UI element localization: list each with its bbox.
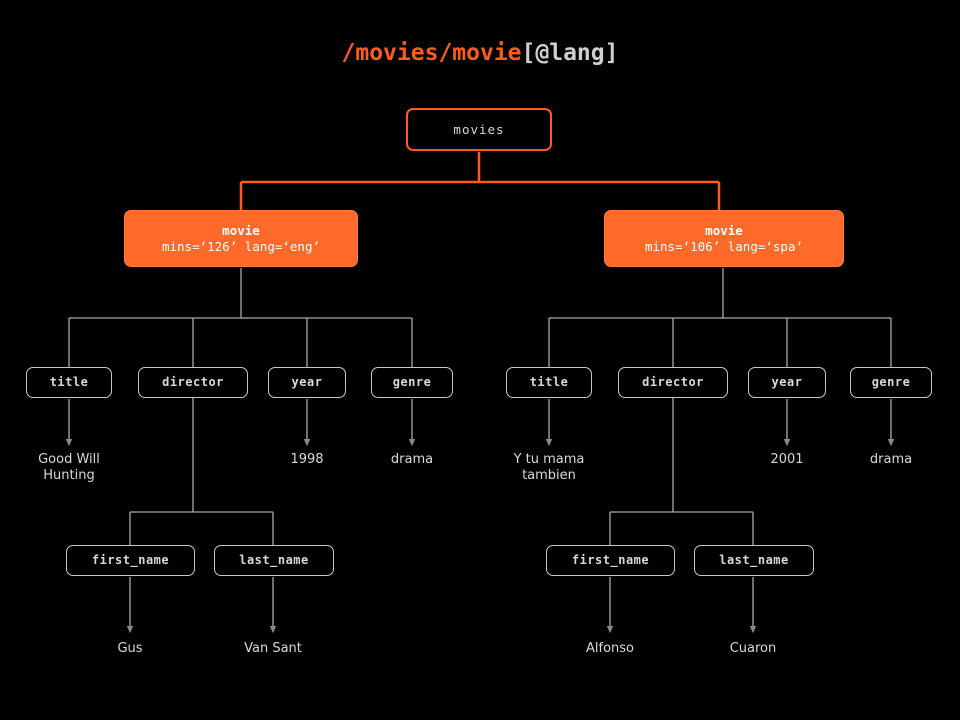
node-label: last_name — [719, 553, 789, 568]
leaf-left-year-value: 1998 — [290, 452, 324, 467]
node-right-first-name[interactable]: first_name — [546, 545, 675, 576]
edges-right-movie-children — [548, 268, 892, 367]
node-right-genre[interactable]: genre — [850, 367, 932, 398]
edges-root-to-movies — [239, 152, 721, 210]
node-movie-left[interactable]: movie mins=‘126’ lang=‘eng’ — [124, 210, 358, 267]
leaf-left-last-name-value: Van Sant — [244, 641, 302, 656]
edges-left-director-children — [129, 398, 274, 545]
node-attributes: mins=‘126’ lang=‘eng’ — [161, 238, 321, 254]
node-right-year[interactable]: year — [748, 367, 826, 398]
node-left-first-name[interactable]: first_name — [66, 545, 195, 576]
node-left-title[interactable]: title — [26, 367, 112, 398]
node-left-last-name[interactable]: last_name — [214, 545, 334, 576]
node-movies-root[interactable]: movies — [406, 108, 552, 151]
node-label: year — [771, 375, 803, 390]
leaf-right-genre-value: drama — [869, 452, 913, 467]
node-left-director[interactable]: director — [138, 367, 248, 398]
page-title-path: /movies/movie — [341, 40, 522, 66]
node-label: director — [642, 375, 704, 390]
node-right-title[interactable]: title — [506, 367, 592, 398]
node-label: last_name — [239, 553, 309, 568]
node-label: director — [162, 375, 224, 390]
node-label: first_name — [91, 553, 170, 568]
value-arrows — [65, 399, 895, 634]
node-label: title — [529, 375, 569, 390]
leaf-left-genre-value: drama — [390, 452, 434, 467]
node-label: genre — [871, 375, 911, 390]
node-label: title — [49, 375, 89, 390]
leaf-left-first-name-value: Gus — [117, 641, 143, 656]
node-label: genre — [392, 375, 432, 390]
node-label: movie — [222, 223, 260, 239]
node-right-last-name[interactable]: last_name — [694, 545, 814, 576]
node-movie-right[interactable]: movie mins=‘106’ lang=‘spa’ — [604, 210, 844, 267]
edges-right-director-children — [609, 398, 754, 545]
node-left-genre[interactable]: genre — [371, 367, 453, 398]
page-title: /movies/movie[@lang] — [0, 40, 960, 66]
node-label: first_name — [571, 553, 650, 568]
node-left-year[interactable]: year — [268, 367, 346, 398]
node-attributes: mins=‘106’ lang=‘spa’ — [644, 238, 804, 254]
node-label: movies — [453, 121, 505, 137]
edges-left-movie-children — [68, 268, 413, 367]
node-label: movie — [705, 223, 743, 239]
page-title-predicate: [@lang] — [521, 40, 619, 66]
leaf-right-first-name-value: Alfonso — [585, 641, 634, 656]
leaf-right-title-value: Y tu mama tambien — [513, 452, 585, 484]
leaf-left-title-value: Good Will Hunting — [38, 452, 100, 484]
leaf-right-last-name-value: Cuaron — [729, 641, 777, 656]
node-label: year — [291, 375, 323, 390]
node-right-director[interactable]: director — [618, 367, 728, 398]
leaf-right-year-value: 2001 — [770, 452, 804, 467]
